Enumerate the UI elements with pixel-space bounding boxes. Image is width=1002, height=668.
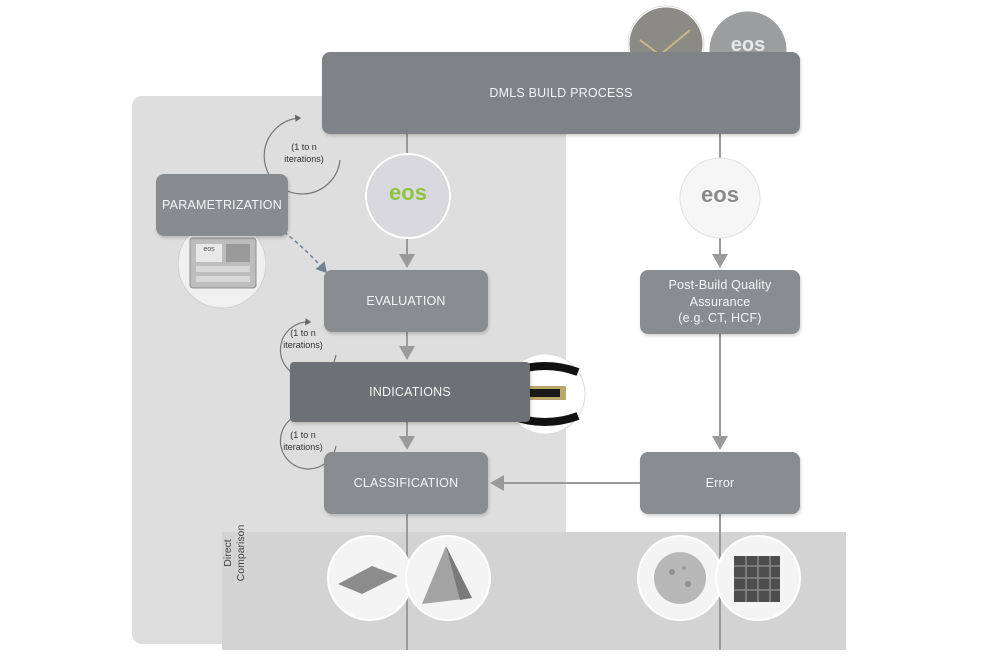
- evaluation-label: EVALUATION: [366, 294, 446, 308]
- direct-comparison-line1: Direct: [222, 539, 234, 567]
- dmls-build-process-box: DMLS BUILD PROCESS: [322, 52, 800, 134]
- direct-comparison-line2: Comparison: [235, 524, 248, 582]
- qa-label-line1: Post-Build Quality: [668, 277, 772, 292]
- iteration-label-top: (1 to n iterations): [274, 142, 334, 165]
- machine-image: [177, 219, 267, 309]
- green-eos-logo-image: [365, 153, 451, 239]
- error-label: Error: [705, 476, 735, 490]
- porous-disc-image: [637, 535, 723, 621]
- parametrization-label: PARAMETRIZATION: [162, 198, 282, 212]
- lattice-cube-image: [715, 535, 801, 621]
- classification-label: CLASSIFICATION: [353, 476, 459, 490]
- iteration-label-low: (1 to n iterations): [276, 430, 330, 453]
- post-build-qa-box: Post-Build Quality Assurance (e.g. CT, H…: [640, 270, 800, 334]
- dmls-eos-logo-text: eos: [730, 34, 766, 56]
- parametrization-box: PARAMETRIZATION: [156, 174, 288, 236]
- qa-label-line3: (e.g. CT, HCF): [678, 311, 762, 326]
- iteration-top-line2: iterations): [284, 153, 324, 164]
- error-box: Error: [640, 452, 800, 514]
- right-eos-logo-text: eos: [701, 182, 739, 207]
- indications-label: INDICATIONS: [369, 385, 451, 399]
- iteration-mid-line2: iterations): [283, 339, 323, 350]
- iteration-low-line2: iterations): [283, 441, 323, 452]
- qa-label-line2: Assurance: [689, 294, 751, 309]
- dashed-arrow-param-to-evaluation: [283, 231, 327, 274]
- iteration-top-line1: (1 to n: [291, 142, 317, 152]
- classification-box: CLASSIFICATION: [324, 452, 488, 514]
- pyramid-image: [405, 535, 491, 621]
- dmls-build-process-label: DMLS BUILD PROCESS: [489, 86, 633, 100]
- iteration-low-line1: (1 to n: [290, 430, 316, 440]
- green-eos-logo-text: eos: [389, 180, 427, 205]
- evaluation-box: EVALUATION: [324, 270, 488, 332]
- right-eos-logo-image: [679, 157, 761, 239]
- flat-plate-image: [327, 535, 413, 621]
- iteration-mid-line1: (1 to n: [290, 328, 316, 338]
- machine-eos-logo-text: eos: [203, 246, 215, 253]
- iteration-label-mid: (1 to n iterations): [276, 328, 330, 351]
- direct-comparison-label: Direct Comparison: [222, 508, 248, 598]
- indications-box: INDICATIONS: [290, 362, 530, 422]
